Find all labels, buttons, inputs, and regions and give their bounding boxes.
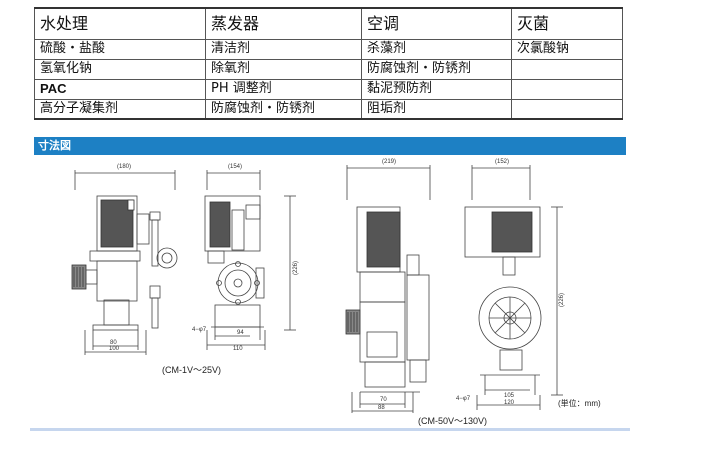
large-front-inner-label: 70: [380, 397, 387, 403]
small-side-height-label: (226): [293, 260, 299, 275]
large-front-base-label: 88: [378, 405, 385, 411]
small-front-width-label: (180): [117, 164, 132, 170]
table-header-row: 水处理 蒸发器 空调 灭菌: [34, 7, 623, 40]
large-side-height-label: (226): [559, 292, 565, 307]
table-cell: 阻垢剂: [361, 98, 512, 120]
table-cell: 防腐蚀剂・防锈剂: [361, 58, 512, 80]
large-pump-front-view: [345, 165, 431, 413]
small-side-width-label: (154): [228, 164, 243, 170]
large-side-hole-label: 4−φ7: [456, 396, 471, 402]
header-evaporator: 蒸发器: [205, 7, 362, 40]
small-pump-side-view: [204, 170, 296, 350]
table-cell: 防腐蚀剂・防锈剂: [205, 98, 362, 120]
large-pump-side-view: [464, 165, 563, 410]
header-sterilization: 灭菌: [511, 7, 623, 40]
table-cell: 黏泥预防剂: [361, 78, 512, 100]
application-table: 水处理 蒸发器 空调 灭菌 硫酸・盐酸 清洁剂 杀藻剂 次氯酸钠 氢氧化钠 除氧…: [34, 7, 623, 120]
small-side-inner-label: 94: [237, 330, 244, 336]
large-front-width-label: (219): [382, 159, 397, 165]
small-front-base-label: 100: [109, 346, 120, 352]
large-side-inner-label: 105: [504, 393, 515, 399]
small-front-inner-label: 80: [110, 340, 117, 346]
unit-note: (単位：mm): [558, 399, 601, 408]
header-water-treatment: 水处理: [34, 7, 206, 40]
small-pump-front-view: [71, 170, 178, 355]
table-cell: 高分子凝集剂: [34, 98, 206, 120]
bottom-divider: [30, 428, 630, 431]
small-side-base-label: 110: [233, 346, 243, 352]
table-row: 高分子凝集剂 防腐蚀剂・防锈剂 阻垢剂: [34, 98, 623, 120]
large-side-base-label: 120: [504, 400, 515, 406]
large-model-caption: (CM-50V～130V): [418, 416, 488, 426]
table-cell: PH 调整剂: [205, 78, 362, 100]
table-cell: 杀藻剂: [361, 38, 512, 60]
small-model-caption: (CM-1V～25V): [162, 365, 222, 375]
table-cell: [511, 98, 623, 120]
table-row: 氢氧化钠 除氧剂 防腐蚀剂・防锈剂: [34, 58, 623, 80]
large-side-width-label: (152): [495, 159, 510, 165]
section-title-bar: 寸法図: [34, 137, 626, 155]
small-side-hole-label: 4−φ7: [192, 327, 207, 333]
